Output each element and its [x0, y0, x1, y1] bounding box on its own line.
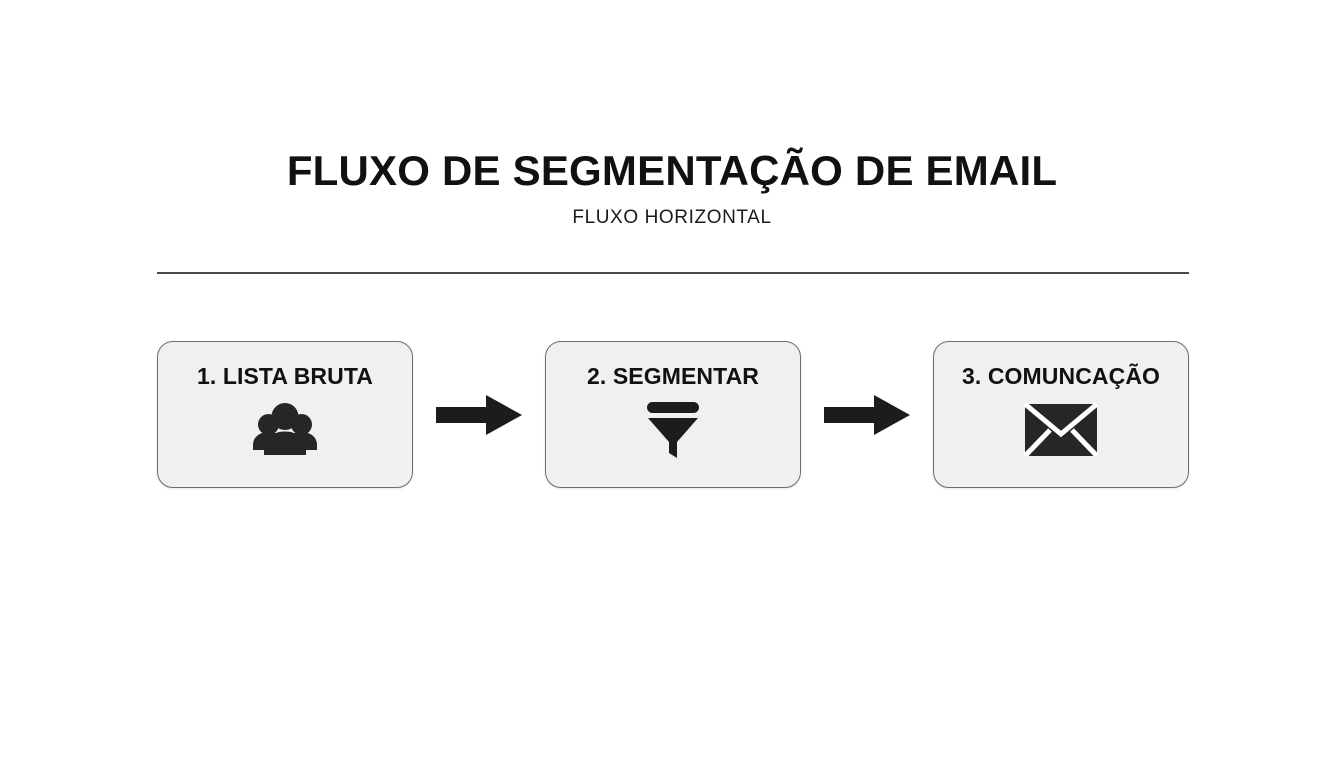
slide-header: FLUXO DE SEGMENTAÇÃO DE EMAIL FLUXO HORI… [0, 147, 1344, 229]
flow-connector-1 [435, 392, 523, 438]
people-group-icon [248, 400, 322, 460]
funnel-filter-icon [636, 400, 710, 460]
flow-step-3[interactable]: 3. COMUNCAÇÃO [933, 341, 1189, 488]
page-title: FLUXO DE SEGMENTAÇÃO DE EMAIL [286, 147, 1058, 194]
flow-step-1-label: 1. LISTA BRUTA [196, 363, 374, 389]
arrow-right-icon [436, 394, 522, 435]
arrow-right-icon [824, 394, 910, 435]
flow-step-1[interactable]: 1. LISTA BRUTA [157, 341, 413, 488]
flow-step-3-label: 3. COMUNCAÇÃO [961, 363, 1161, 389]
flow-step-2[interactable]: 2. SEGMENTAR [545, 341, 801, 488]
header-divider [157, 272, 1189, 274]
flow-connector-2 [823, 392, 911, 438]
page-subtitle: FLUXO HORIZONTAL [572, 207, 772, 229]
flow-step-2-label: 2. SEGMENTAR [586, 363, 759, 389]
flow-diagram: 1. LISTA BRUTA 2. SEGMENTAR [157, 341, 1189, 488]
envelope-icon [1024, 400, 1098, 460]
